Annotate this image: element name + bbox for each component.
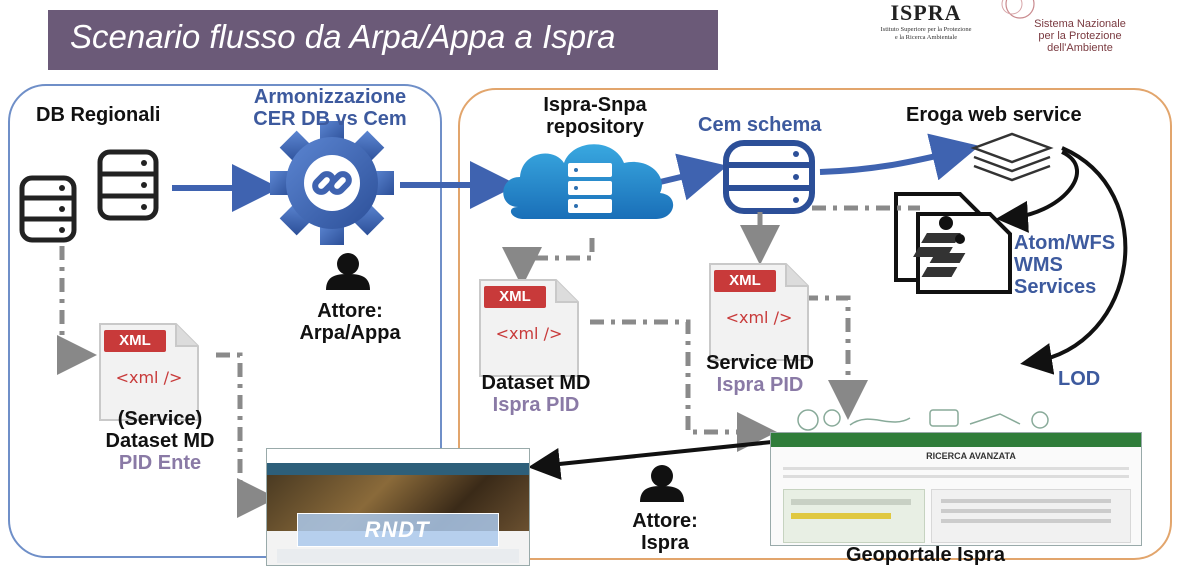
gear-icon [270,121,394,245]
harmonization-line1: Armonizzazione [253,86,407,108]
database-icon [19,149,159,243]
schema-database-icon [723,140,815,214]
cem-schema-label: Cem schema [698,114,822,136]
xml-badge: XML [499,288,531,305]
xml-file-icon: XML <xml /> [90,322,210,422]
services-line3: Services [1014,276,1097,298]
dataset-md-line1: Dataset MD [481,372,591,394]
dataset-md-label: Dataset MD Ispra PID [466,372,606,416]
actor-ispra-line1: Attore: [632,510,698,532]
actor-ispra-line2: Ispra [641,532,689,554]
snpa-logo-line3: dell'Ambiente [1047,42,1113,54]
xml-tag: <xml /> [495,324,563,343]
snpa-logo: Sistema Nazionale per la Protezione dell… [990,18,1170,54]
right-panel [458,88,1172,560]
rndt-banner: RNDT [364,517,430,542]
xml-file-icon: XML <xml /> [470,278,590,378]
person-icon [640,465,684,502]
regional-md-line3: PID Ente [118,452,202,474]
services-label: Atom/WFS WMS Services [1014,232,1115,298]
geoportal-label: Geoportale Ispra [846,544,1005,566]
service-md-line1: Service MD [706,352,814,374]
layers-icon [970,132,1054,182]
harmonization-label: Armonizzazione CER DB vs Cem [240,86,420,130]
title-bar [48,10,718,70]
snpa-logo-line2: per la Protezione [1038,30,1122,42]
rndt-website-thumbnail: RNDT [266,448,530,566]
ispra-logo-line2: e la Ricerca Ambientale [894,34,958,41]
geoportal-decoration [797,409,1049,431]
ispra-logo: ISPRA Istituto Superiore per la Protezio… [880,0,972,42]
db-regionali-label: DB Regionali [36,104,161,126]
repository-line1: Ispra-Snpa [543,94,647,116]
regional-md-line1: (Service) [117,408,203,430]
services-line2: WMS [1014,254,1063,276]
xml-file-icon: XML <xml /> [700,262,820,362]
xml-badge: XML [729,272,761,289]
xml-badge: XML [119,332,151,349]
geoportal-thumbnail: RICERCA AVANZATA [770,432,1142,546]
ispra-logo-line1: Istituto Superiore per la Protezione [880,26,972,33]
actor-arpa-label: Attore: Arpa/Appa [280,300,420,344]
web-service-label: Eroga web service [906,104,1082,126]
actor-ispra-label: Attore: Ispra [620,510,710,554]
ispra-logo-name: ISPRA [890,0,962,25]
page-title: Scenario flusso da Arpa/Appa a Ispra [70,18,616,55]
repository-line2: repository [546,116,644,138]
geoportal-heading: RICERCA AVANZATA [926,451,1016,461]
actor-arpa-line1: Attore: [317,300,383,322]
snpa-logo-mark [1001,0,1035,19]
service-md-line2: Ispra PID [716,374,804,396]
services-line1: Atom/WFS [1014,232,1116,254]
lod-label: LOD [1058,368,1101,390]
services-documents-icon [894,192,1012,294]
left-panel [8,84,442,558]
regional-md-label: (Service) Dataset MD PID Ente [90,408,230,474]
harmonization-line2: CER DB vs Cem [253,108,407,130]
service-md-label: Service MD Ispra PID [690,352,830,396]
regional-md-line2: Dataset MD [105,430,215,452]
dataset-md-line2: Ispra PID [492,394,580,416]
snpa-logo-line1: Sistema Nazionale [1034,18,1126,30]
actor-arpa-line2: Arpa/Appa [299,322,401,344]
xml-tag: <xml /> [115,368,183,387]
cloud-repository-icon [503,144,674,219]
repository-label: Ispra-Snpa repository [520,94,670,138]
xml-tag: <xml /> [725,308,793,327]
person-icon [326,253,370,290]
